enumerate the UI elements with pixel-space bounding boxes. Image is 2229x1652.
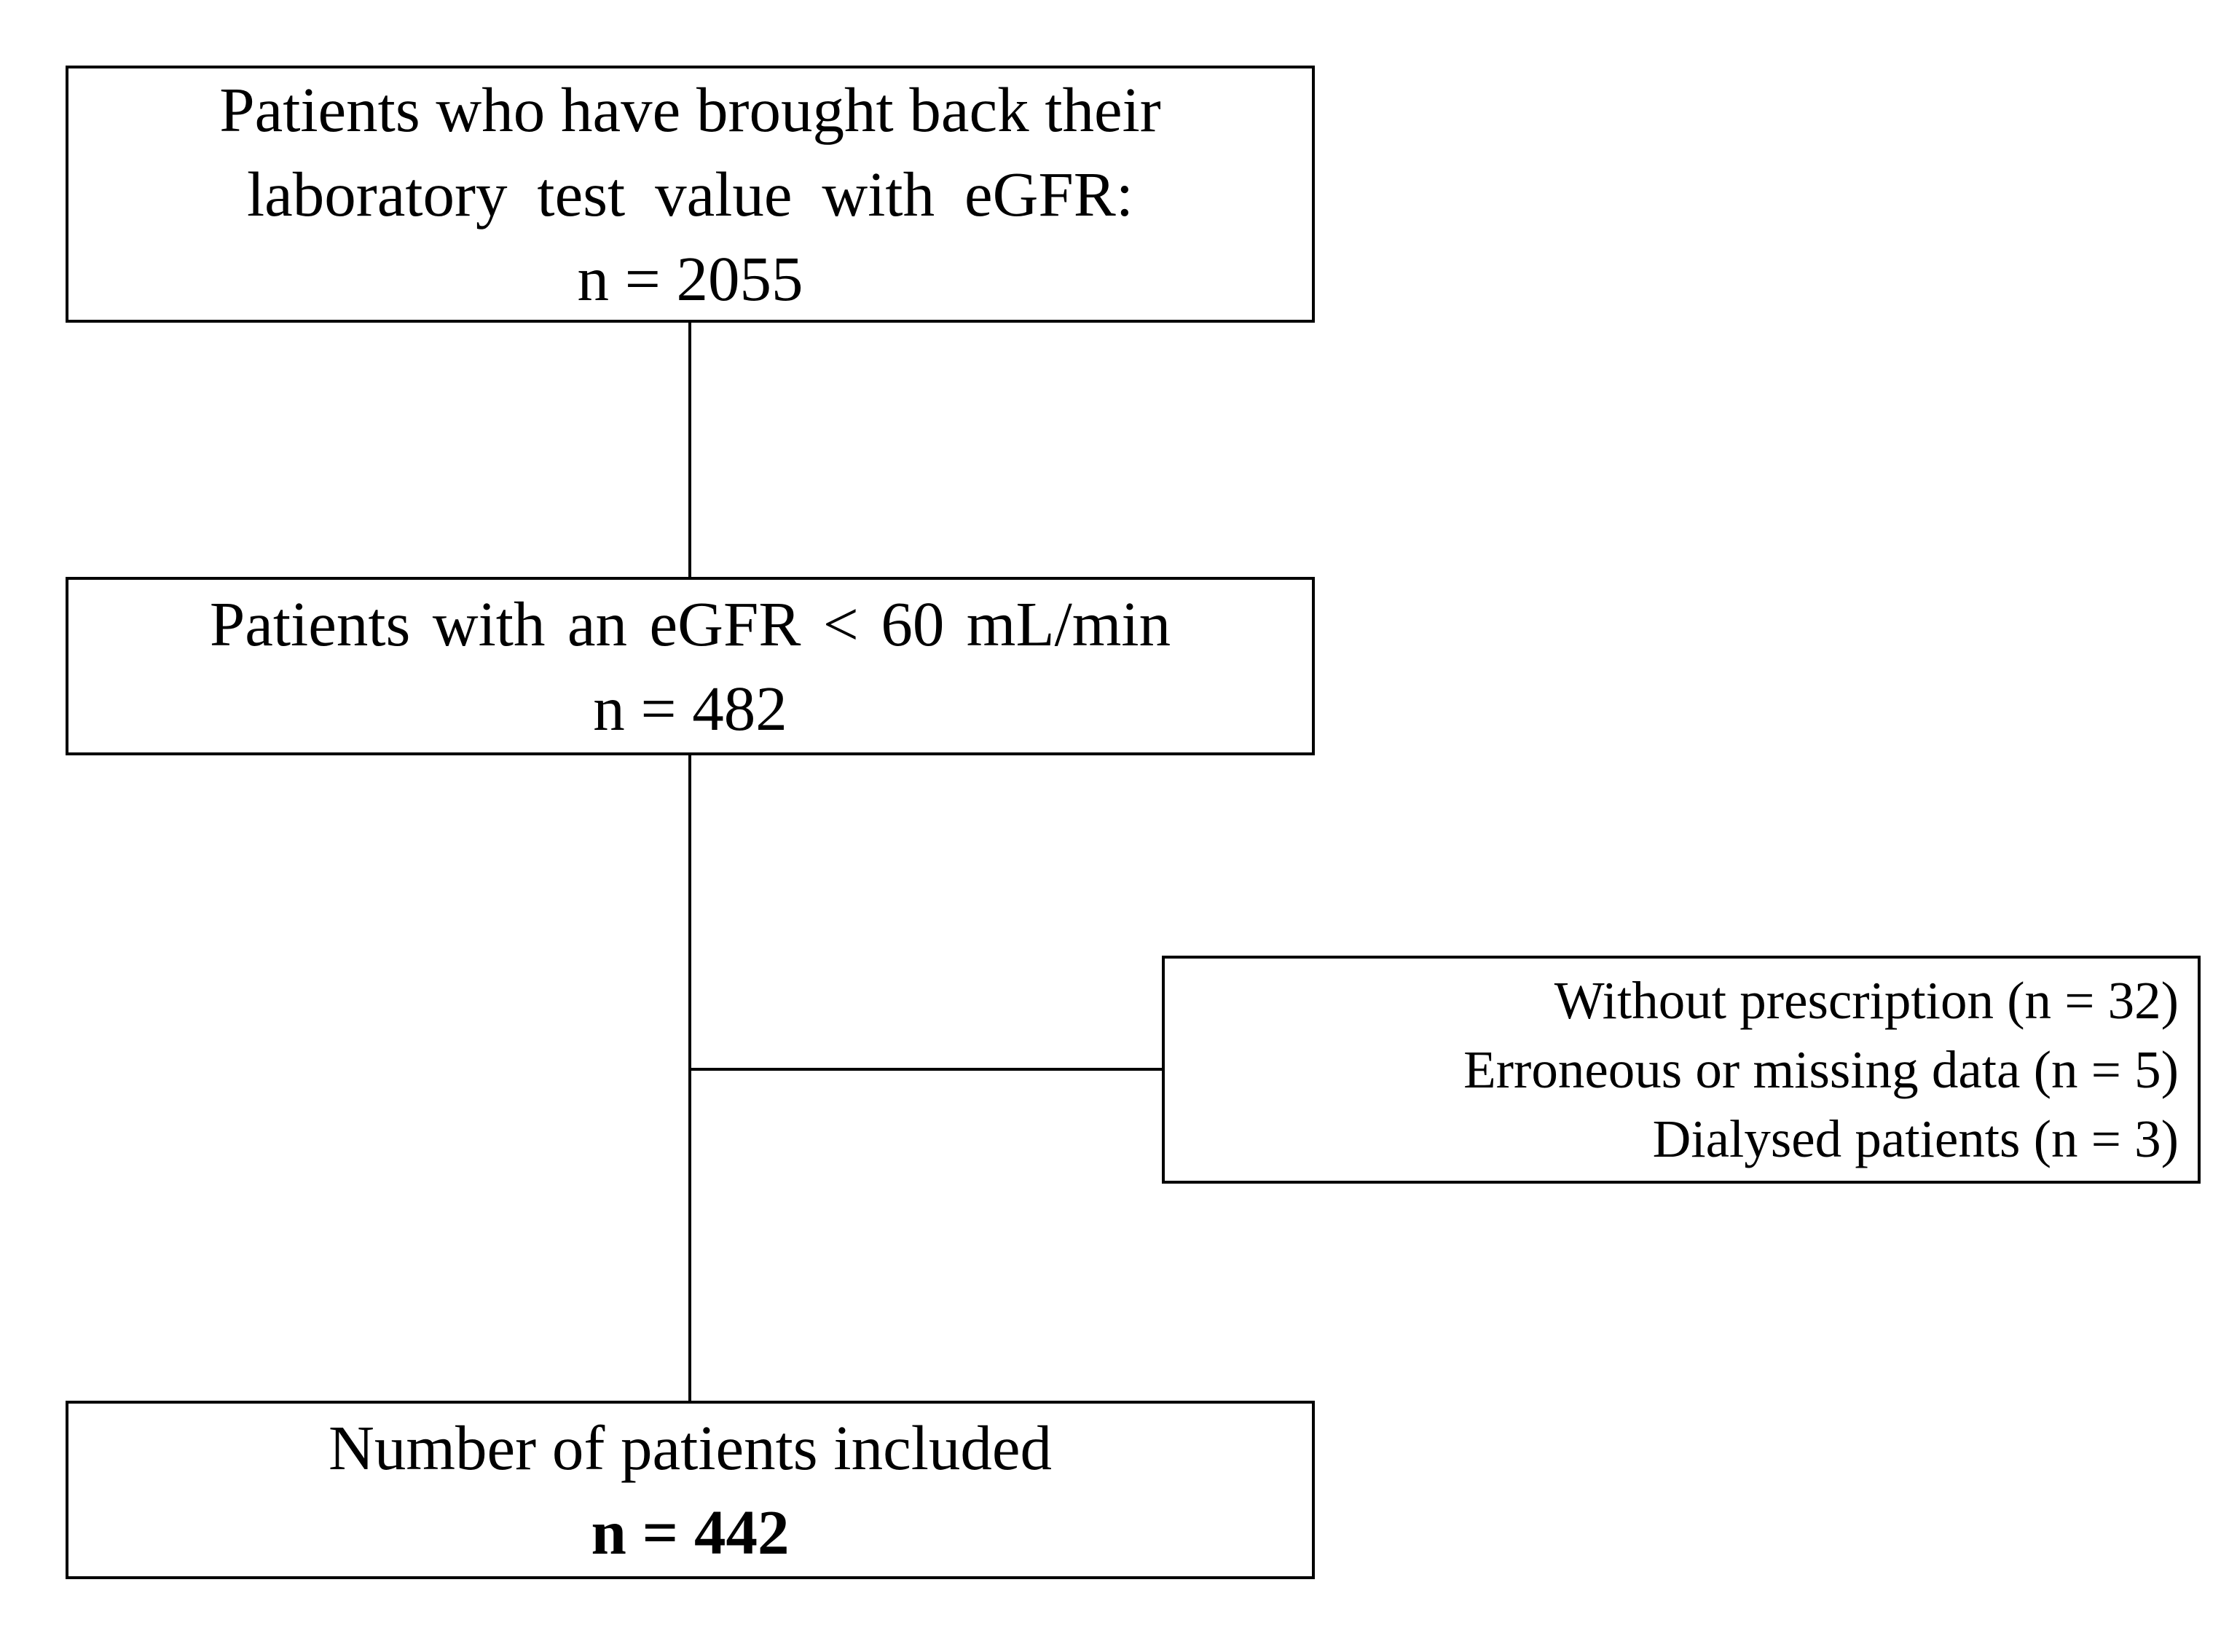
flow-box-source-population: Patients who have brought back their lab… [66, 66, 1315, 323]
box-count-label: n = 442 [591, 1496, 790, 1568]
box-count-label: n = 482 [593, 672, 787, 744]
box-text-line: laboratory test value with eGFR: [247, 158, 1133, 229]
exclusion-item: Dialysed patients (n = 3) [1652, 1109, 2179, 1168]
connector-to-exclusions [690, 1068, 1162, 1071]
exclusion-item: Without prescription (n = 32) [1554, 971, 2179, 1030]
flow-box-exclusions: Without prescription (n = 32) Erroneous … [1162, 956, 2201, 1184]
box-text-line: Patients with an eGFR < 60 mL/min [209, 588, 1171, 659]
connector-top-to-mid [688, 323, 691, 577]
connector-mid-to-bottom [688, 755, 691, 1401]
flow-box-included: Number of patients included n = 442 [66, 1401, 1315, 1579]
box-count-label: n = 2055 [577, 243, 803, 314]
box-text-line: Patients who have brought back their [219, 74, 1161, 145]
exclusion-item: Erroneous or missing data (n = 5) [1463, 1040, 2179, 1099]
box-text-line: Number of patients included [329, 1412, 1052, 1483]
flow-box-egfr-filtered: Patients with an eGFR < 60 mL/min n = 48… [66, 577, 1315, 755]
